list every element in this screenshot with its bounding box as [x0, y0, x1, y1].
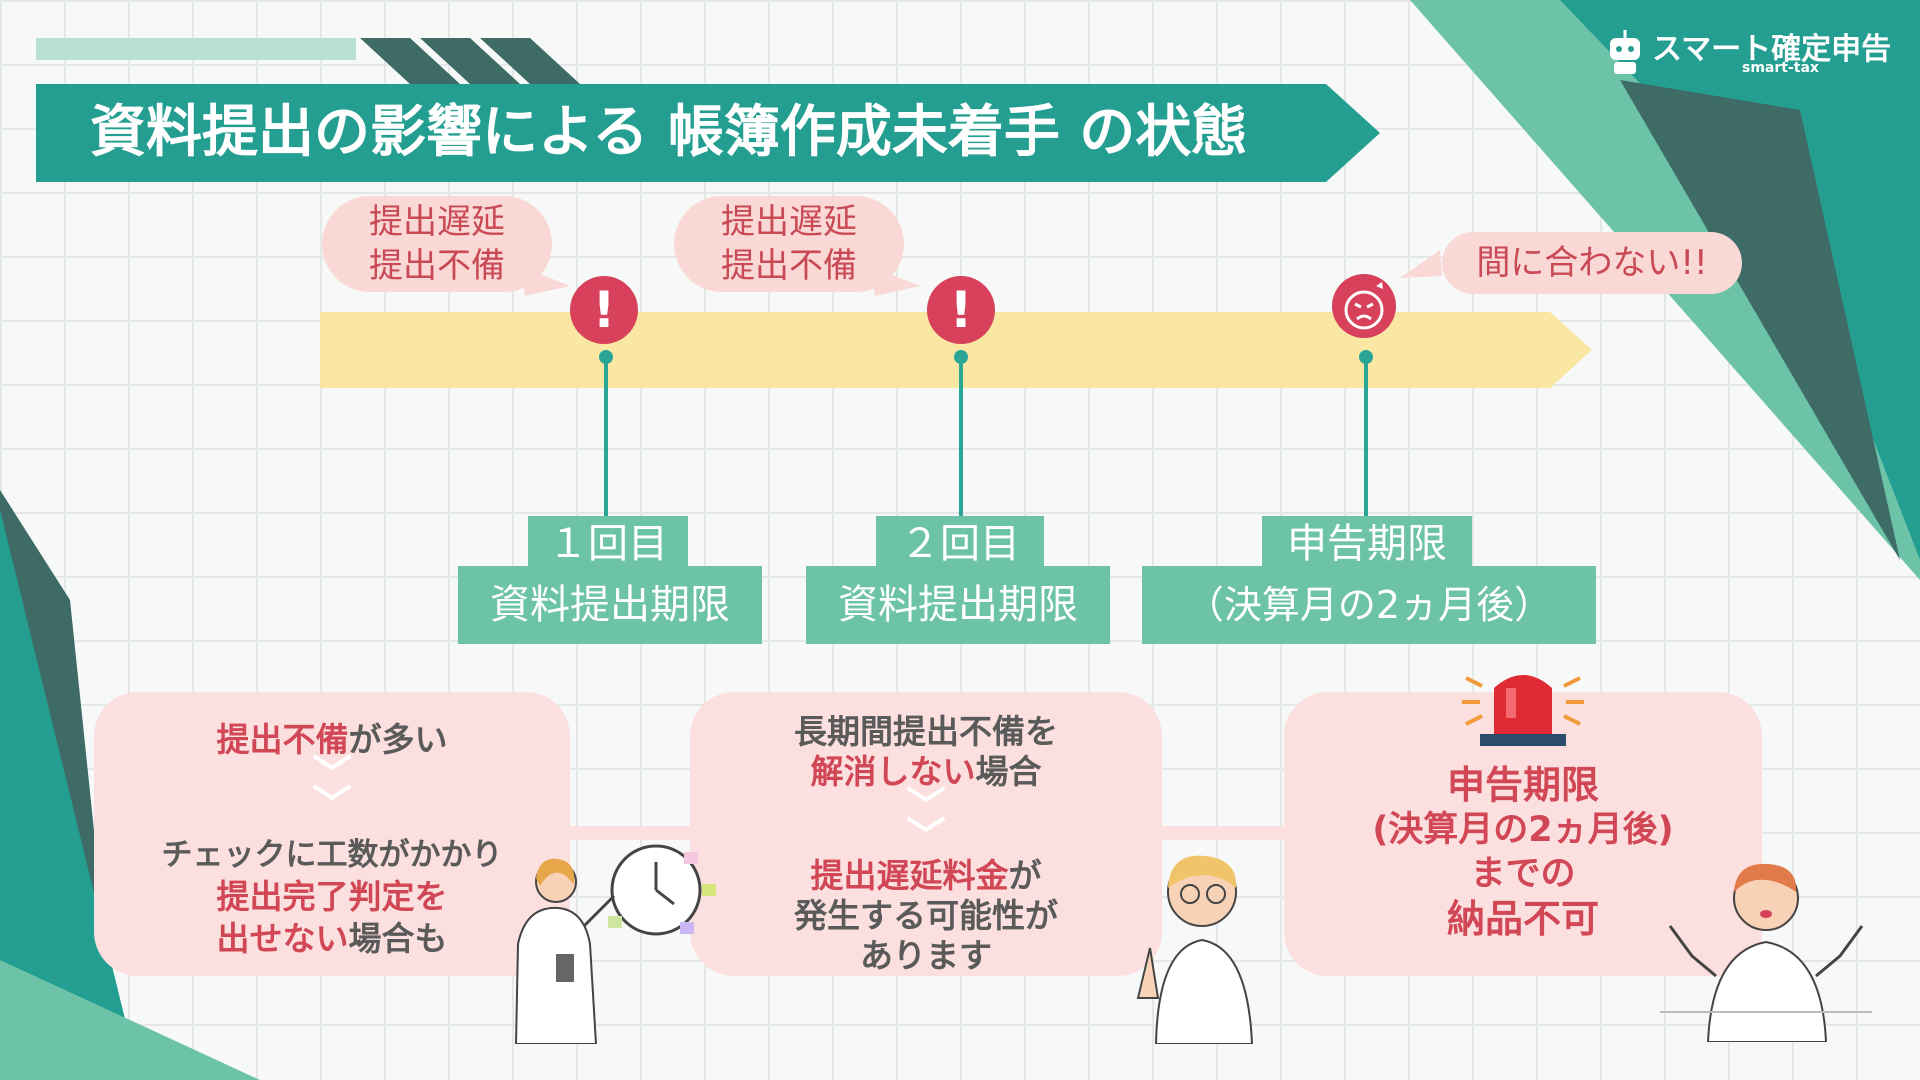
card-text: 長期間提出不備を: [794, 712, 1058, 751]
milestone-3-number: 申告期限: [1262, 516, 1472, 567]
bubble-line: 提出遅延: [369, 202, 505, 242]
double-chevron-icon: ﹀﹀: [906, 784, 946, 860]
exclamation-icon: !: [927, 276, 995, 344]
card-text: までの: [1470, 854, 1576, 894]
exclamation-icon: !: [570, 276, 638, 344]
connector-line: [1364, 357, 1368, 527]
card-text: が多い: [348, 720, 448, 759]
angry-face-icon: [1330, 272, 1398, 340]
logo-text: スマート確定申告: [1652, 32, 1892, 67]
milestone-1-number: １回目: [528, 516, 688, 567]
card-text: 申告期限: [1446, 763, 1599, 807]
milestone-2-label: 資料提出期限: [806, 566, 1110, 644]
milestone-2-number: ２回目: [876, 516, 1044, 567]
card-text: 提出不備: [216, 720, 349, 759]
bubble-line: 提出不備: [721, 246, 857, 286]
confused-man-illustration: [1660, 863, 1872, 1042]
siren-icon: [1462, 675, 1584, 746]
card-text: 解消しない: [810, 752, 976, 791]
card-text: 場合も: [348, 919, 448, 958]
bubble-line: 提出遅延: [721, 202, 857, 242]
card-1: 提出不備が多い ﹀﹀ チェックに工数がかかり 提出完了判定を 出せない場合も: [94, 692, 570, 976]
card-2: 長期間提出不備を 解消しない場合 ﹀﹀ 提出遅延料金が 発生する可能性が ありま…: [690, 692, 1162, 976]
connector-line: [604, 357, 608, 527]
card-text: 出せない: [216, 919, 349, 958]
man-glasses-illustration: [1136, 855, 1254, 1044]
speech-bubble-2: 提出遅延 提出不備: [674, 196, 904, 292]
timeline-arrow: [320, 312, 1592, 388]
connector-line: [959, 357, 963, 527]
card-text: 場合: [975, 752, 1042, 791]
card-text: チェックに工数がかかり: [161, 837, 503, 873]
bubble-line: 提出不備: [369, 246, 505, 286]
milestone-3-label: （決算月の2ヵ月後）: [1142, 566, 1596, 644]
woman-illustration: [514, 844, 716, 1044]
speech-bubble-3-tail: [1400, 250, 1442, 278]
card-text: 提出完了判定を: [216, 877, 448, 916]
speech-bubble-3: 間に合わない!!: [1442, 232, 1742, 294]
milestone-1-label: 資料提出期限: [458, 566, 762, 644]
card-text: 発生する可能性が: [794, 896, 1058, 935]
speech-bubble-1: 提出遅延 提出不備: [322, 196, 552, 292]
card-text: あります: [860, 936, 992, 975]
page-title: 資料提出の影響による 帳簿作成未着手 の状態: [36, 84, 1380, 182]
double-chevron-icon: ﹀﹀: [312, 752, 352, 828]
card-text: (決算月の2ヵ月後): [1372, 810, 1674, 850]
logo-subtext: smart-tax: [1742, 60, 1819, 76]
card-text: が: [1008, 856, 1042, 895]
robot-icon: [1600, 26, 1650, 76]
card-text: 納品不可: [1446, 897, 1599, 941]
card-text: 提出遅延料金: [810, 856, 1009, 895]
